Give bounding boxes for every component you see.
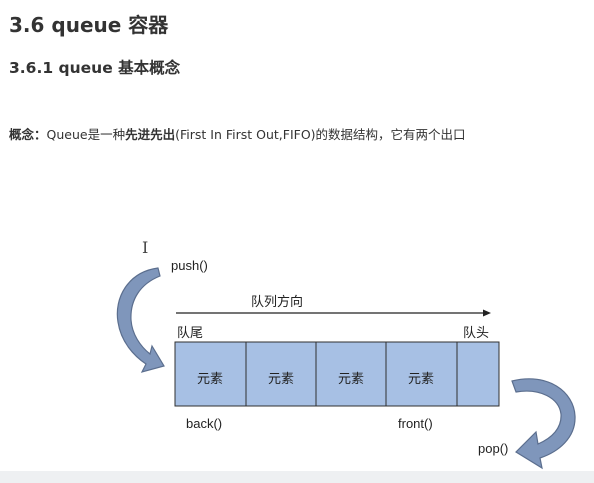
- pop-arrow-icon: [511, 378, 576, 470]
- concept-text-suffix: (First In First Out,FIFO)的数据结构，它有两个出口: [175, 127, 466, 142]
- push-label: push(): [171, 258, 208, 273]
- cell-label: 元素: [197, 372, 223, 387]
- section-heading: 3.6 queue 容器: [9, 13, 169, 37]
- concept-label: 概念：: [9, 127, 47, 142]
- cell-label: 元素: [408, 372, 434, 387]
- concept-text-prefix: Queue是一种: [46, 127, 126, 142]
- cell-label: 元素: [338, 372, 364, 387]
- text-cursor-icon: I: [142, 238, 149, 257]
- front-label: front(): [398, 416, 433, 431]
- subsection-heading: 3.6.1 queue 基本概念: [9, 59, 181, 77]
- push-arrow-icon: [116, 267, 165, 373]
- pop-label: pop(): [478, 441, 509, 456]
- tail-label: 队尾: [177, 325, 204, 340]
- direction-label: 队列方向: [251, 294, 304, 309]
- concept-paragraph: 概念：Queue是一种先进先出(First In First Out,FIFO)…: [9, 124, 466, 143]
- queue-cell: [385, 341, 458, 407]
- queue-cell: [315, 341, 387, 407]
- direction-arrow-head-icon: [483, 309, 491, 317]
- head-label: 队头: [463, 325, 490, 340]
- concept-text-bold: 先进先出: [125, 127, 176, 142]
- queue-cell: [456, 341, 500, 407]
- cell-label: 元素: [268, 372, 294, 387]
- back-label: back(): [186, 416, 223, 431]
- queue-cell: [174, 341, 247, 407]
- queue-cell: [245, 341, 317, 407]
- bottom-strip: [0, 471, 594, 483]
- queue-cells: 元素 元素 元素 元素: [174, 341, 500, 407]
